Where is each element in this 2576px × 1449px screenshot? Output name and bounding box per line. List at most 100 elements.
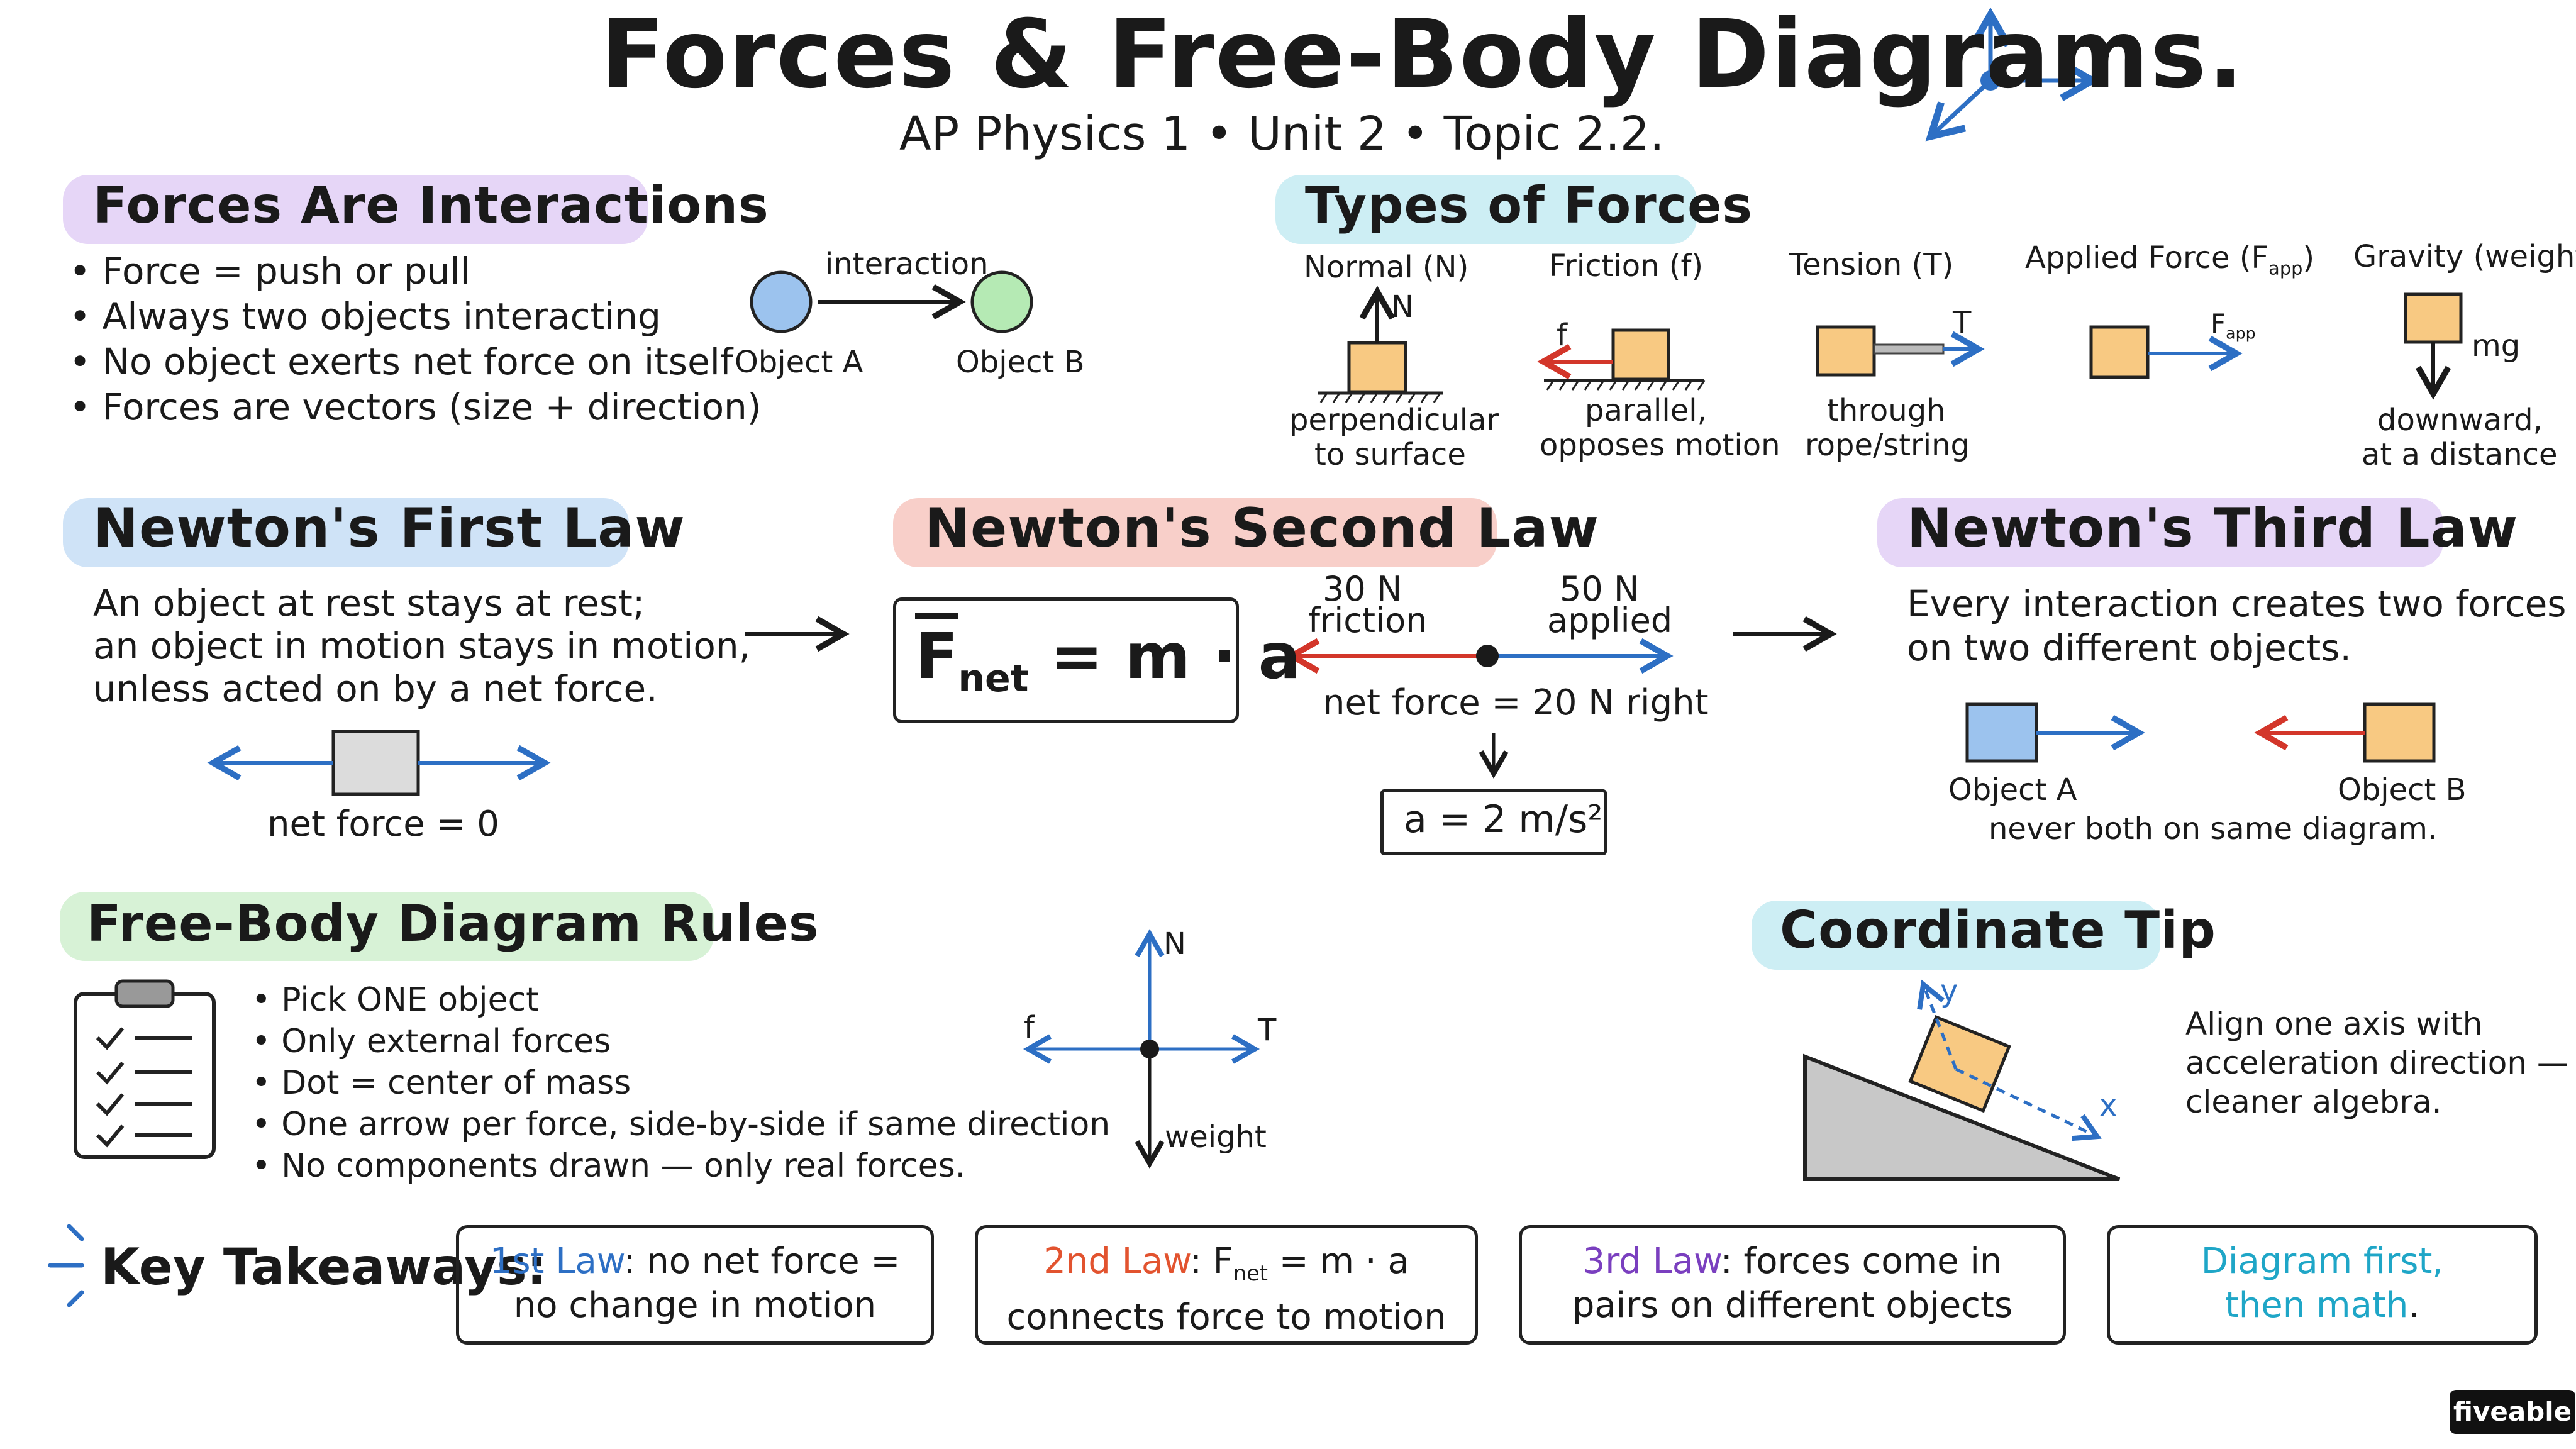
takeaway-second-law: 2nd Law: Fnet = m · a connects force to … [975,1225,1478,1345]
fbd-label-n: N [1163,926,1186,962]
third-law-text: Every interaction creates two forces on … [1907,582,2567,670]
interaction-label: interaction [825,247,989,282]
first-law-heading: Newton's First Law [93,497,686,560]
second-law-equation-box [893,597,1239,723]
normal-name: Normal (N) [1304,250,1469,285]
coord-line: Align one axis with [2185,1006,2483,1042]
second-law-highlight [893,498,1497,567]
coord-line: acceleration direction — [2185,1045,2568,1081]
normal-arrow-label: N [1391,289,1414,325]
third-law-heading: Newton's Third Law [1907,497,2519,560]
list-item: • Dot = center of mass [252,1064,631,1102]
third-law-objects [1965,702,2436,763]
accel-value: a = 2 m/s² [1404,797,1603,841]
friction-desc2: opposes motion [1540,428,1780,463]
first-law-line: an object in motion stays in motion, [93,625,751,667]
page-title: Forces & Free-Body Diagrams. [601,0,2245,109]
fbd-diagram [1023,928,1260,1169]
fbd-label-t: T [1258,1013,1277,1048]
list-item: • No object exerts net force on itself [69,340,733,383]
tension-arrow-label: T [1953,305,1972,340]
gravity-desc1: downward, [2377,402,2543,438]
tension-desc1: through [1827,393,1946,428]
takeaway-third-law: 3rd Law: forces come in pairs on differe… [1519,1225,2066,1345]
types-highlight [1275,175,1697,244]
list-item: • No components drawn — only real forces… [252,1147,966,1185]
first-law-line: unless acted on by a net force. [93,667,658,710]
third-law-highlight [1877,498,2443,567]
fbd-bullets: • Pick ONE object • Only external forces… [252,979,1110,1187]
brand-logo: fiveable [2450,1390,2575,1434]
gravity-force-diagram [2404,292,2463,400]
applied-name: Applied Force (Fapp) [2025,240,2315,279]
first-law-highlight [63,498,629,567]
first-law-line: An object at rest stays at rest; [93,582,645,625]
friction-name-label: friction [1308,601,1428,640]
eq-rest: = m · a [1050,619,1301,693]
interactions-highlight [63,175,648,244]
third-law-line: on two different objects. [1907,626,2351,669]
page-subtitle: AP Physics 1 • Unit 2 • Topic 2.2. [899,107,1665,161]
interactions-bullets: • Force = push or pull • Always two obje… [69,248,761,430]
coord-line: cleaner algebra. [2185,1084,2442,1120]
normal-force-diagram [1318,286,1443,403]
third-law-note: never both on same diagram. [1989,811,2438,847]
fbd-label-f: f [1024,1010,1035,1045]
object-b-circle [970,270,1033,333]
tension-name: Tension (T) [1789,247,1954,282]
first-law-block [207,730,551,796]
incline-diagram [1803,979,2121,1181]
eq-sub: net [958,657,1029,701]
first-law-net-label: net force = 0 [267,804,499,845]
clipboard-icon [74,979,216,1159]
list-item: • Forces are vectors (size + direction) [69,386,762,428]
eq-f: F [915,619,958,693]
object-a-circle [750,270,813,333]
coord-y-label: y [1940,974,1958,1009]
coord-highlight [1752,901,2160,970]
coord-text: Align one axis with acceleration directi… [2185,1004,2568,1121]
applied-force-diagram [2089,325,2243,379]
accel-box [1380,789,1607,855]
third-law-object-a: Object A [1948,772,2077,808]
net-force-label: net force = 20 N right [1323,682,1709,723]
normal-desc1: perpendicular [1289,402,1499,438]
takeaway-diagram-first: Diagram first, then math. [2107,1225,2538,1345]
first-law-text: An object at rest stays at rest; an obje… [93,582,750,710]
tension-desc2: rope/string [1805,428,1970,463]
second-law-equation: Fnet = m · a [915,619,1301,701]
key-takeaways-label: Key Takeaways: [101,1238,547,1296]
applied-name-label: applied [1547,601,1673,640]
list-item: • Pick ONE object [252,981,539,1019]
object-b-label: Object B [956,345,1085,380]
gravity-desc2: at a distance [2362,437,2558,472]
list-item: • Force = push or pull [69,250,470,292]
friction-arrow-label: f [1557,318,1567,353]
axes-icon [1925,7,2100,142]
second-law-force-line [1285,638,1674,674]
coord-heading: Coordinate Tip [1780,901,2216,960]
applied-value: 50 N [1560,569,1640,609]
gravity-arrow-label: mg [2472,328,2521,364]
interactions-heading: Forces Are Interactions [93,176,769,235]
gravity-name: Gravity (weight) [2353,239,2576,274]
fbd-label-weight: weight [1165,1119,1267,1155]
takeaway-first-law: 1st Law: no net force = no change in mot… [456,1225,934,1345]
friction-name: Friction (f) [1549,248,1704,284]
normal-desc2: to surface [1314,437,1466,472]
fbd-highlight [60,892,714,961]
second-law-heading: Newton's Second Law [924,497,1599,560]
coord-x-label: x [2099,1088,2118,1123]
friction-force-diagram [1537,328,1706,391]
fbd-heading: Free-Body Diagram Rules [87,894,819,953]
object-a-label: Object A [735,345,863,380]
friction-desc1: parallel, [1585,393,1707,428]
third-law-object-b: Object B [2338,772,2467,808]
spark-icon [48,1224,84,1307]
third-law-line: Every interaction creates two forces [1907,582,2567,625]
friction-value: 30 N [1323,569,1402,609]
types-heading: Types of Forces [1305,176,1753,235]
list-item: • Only external forces [252,1023,611,1060]
list-item: • One arrow per force, side-by-side if s… [252,1106,1111,1143]
